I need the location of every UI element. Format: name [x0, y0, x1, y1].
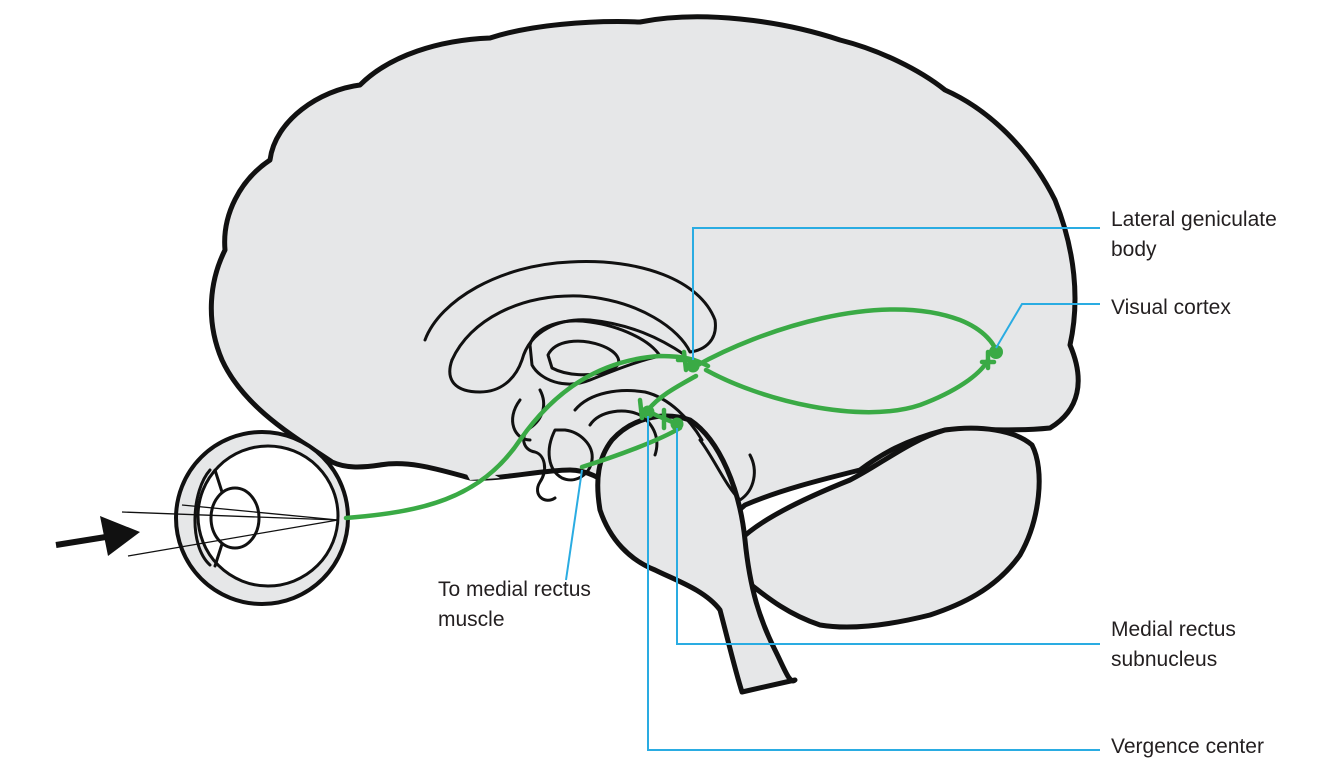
optic-chiasm-outline [511, 398, 532, 442]
light-ray-lower [127, 519, 339, 557]
label-lateral-geniculate-line-2: body [1111, 238, 1157, 261]
label-to-medial-rectus-line-1: To medial rectus [438, 578, 591, 601]
vergence-center-node [641, 405, 655, 419]
label-vergence-center-line-1: Vergence center [1111, 735, 1264, 758]
inner-structure-outline [546, 339, 621, 377]
vergence-terminal-tick [637, 397, 667, 431]
leader-vergence-center [647, 416, 1100, 751]
label-medial-rectus-subnucleus: Medial rectus subnucleus [1111, 615, 1236, 675]
eye-icon [174, 430, 350, 606]
motor-output-pathway [579, 425, 683, 470]
fourth-ventricle-outline [698, 438, 756, 502]
label-lateral-geniculate-body: Lateral geniculate body [1111, 205, 1277, 265]
leader-to-medial-rectus [565, 469, 583, 581]
cerebellum-outline [733, 425, 1042, 630]
fornix-outline [448, 318, 687, 394]
label-visual-cortex: Visual cortex [1111, 293, 1231, 323]
label-medial-rectus-subnucleus-line-2: subnucleus [1111, 648, 1218, 671]
arrow-right-icon [55, 516, 140, 556]
leader-medial-rectus-subnucleus [676, 428, 1100, 645]
light-ray-cross [181, 504, 339, 521]
optic-pathway [343, 353, 711, 521]
label-visual-cortex-line-1: Visual cortex [1111, 296, 1231, 319]
lateral-geniculate-node [686, 359, 700, 373]
pituitary-outline [547, 428, 594, 482]
light-ray-upper [121, 511, 339, 521]
cortex-terminal-tick [979, 349, 997, 371]
label-vergence-center: Vergence center [1111, 732, 1264, 762]
optic-radiation-upper [693, 307, 999, 369]
label-to-medial-rectus-muscle: To medial rectus muscle [438, 575, 591, 635]
corpus-callosum-outline [423, 260, 717, 362]
label-to-medial-rectus-line-2: muscle [438, 608, 505, 631]
medial-rectus-subnucleus-node [670, 417, 684, 431]
label-lateral-geniculate-line-1: Lateral geniculate [1111, 208, 1277, 231]
leader-visual-cortex [995, 303, 1100, 349]
midbrain-outline [573, 389, 704, 442]
leader-lateral-geniculate [692, 227, 1100, 360]
optic-radiation-lower [703, 357, 991, 415]
visual-cortex-node [989, 345, 1003, 359]
label-medial-rectus-subnucleus-line-1: Medial rectus [1111, 618, 1236, 641]
